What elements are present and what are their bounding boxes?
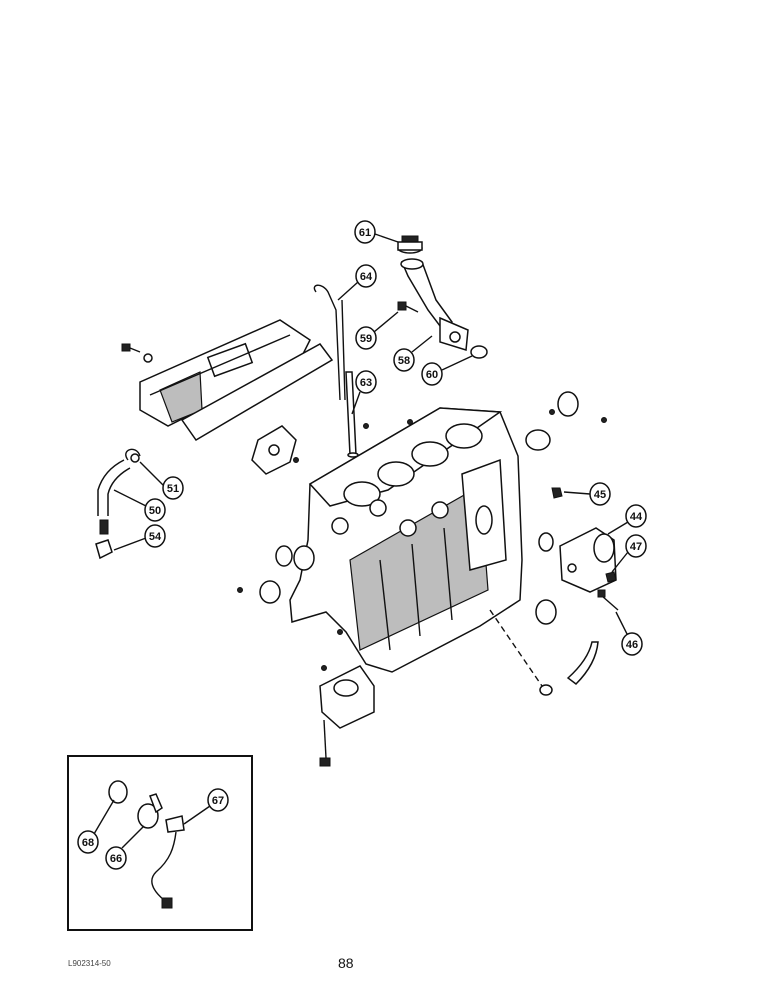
- core-plug: [538, 532, 554, 552]
- core-plug: [259, 580, 281, 604]
- elbow-fitting: [95, 539, 113, 560]
- oil-filler-tube: [400, 258, 469, 351]
- core-plug: [525, 429, 551, 451]
- svg-text:51: 51: [167, 483, 179, 495]
- svg-text:45: 45: [594, 489, 606, 501]
- core-plug: [557, 391, 579, 417]
- plug: [551, 487, 563, 499]
- svg-text:63: 63: [360, 377, 372, 389]
- callout-51: 51: [139, 461, 184, 500]
- svg-text:46: 46: [626, 639, 638, 651]
- svg-text:44: 44: [630, 511, 643, 523]
- hose-clamp: [125, 448, 141, 463]
- svg-text:47: 47: [630, 541, 642, 553]
- svg-text:54: 54: [149, 531, 162, 543]
- callout-60: 60: [421, 355, 473, 386]
- svg-text:59: 59: [360, 333, 372, 345]
- svg-text:67: 67: [212, 795, 224, 807]
- svg-text:68: 68: [82, 837, 94, 849]
- o-ring: [539, 684, 553, 696]
- inset-heater-assembly: [108, 780, 185, 909]
- svg-text:64: 64: [360, 271, 373, 283]
- svg-text:60: 60: [426, 369, 438, 381]
- callout-46: 46: [615, 611, 643, 656]
- o-ring: [470, 345, 488, 359]
- callout-54: 54: [113, 524, 166, 551]
- document-code: L902314-50: [68, 959, 111, 968]
- svg-text:66: 66: [110, 853, 122, 865]
- callout-67: 67: [183, 788, 229, 825]
- bolt: [597, 589, 619, 611]
- screw: [397, 301, 419, 313]
- callout-63: 63: [351, 370, 377, 415]
- svg-text:50: 50: [149, 505, 161, 517]
- svg-text:58: 58: [398, 355, 410, 367]
- side-cover: [139, 319, 311, 427]
- nut: [605, 571, 617, 583]
- callout-44: 44: [607, 504, 647, 535]
- main-bearing-cap: [319, 665, 375, 729]
- page-number: 88: [338, 955, 354, 971]
- svg-text:61: 61: [359, 227, 371, 239]
- callout-45: 45: [563, 482, 611, 506]
- main-bearing-bolt: [319, 719, 331, 767]
- callout-50: 50: [113, 489, 166, 522]
- rear-seal: [535, 599, 557, 625]
- callout-59: 59: [355, 311, 399, 350]
- oil-filler-cap: [397, 235, 423, 254]
- inset-frame: [67, 755, 253, 931]
- thermostat-housing: [559, 527, 617, 593]
- side-cover-gasket: [180, 343, 334, 441]
- dipstick-tube: [345, 371, 359, 458]
- cylinder-block: [289, 407, 523, 673]
- cover-bolt: [121, 343, 153, 363]
- callout-61: 61: [354, 220, 399, 244]
- dipstick: [313, 284, 346, 401]
- callout-58: 58: [393, 335, 433, 372]
- callout-64: 64: [337, 264, 377, 301]
- core-plug: [275, 545, 293, 567]
- callout-66: 66: [105, 825, 145, 870]
- water-pipe: [566, 641, 599, 685]
- breather-hose: [97, 459, 131, 535]
- callout-47: 47: [611, 534, 647, 573]
- callout-68: 68: [77, 799, 115, 854]
